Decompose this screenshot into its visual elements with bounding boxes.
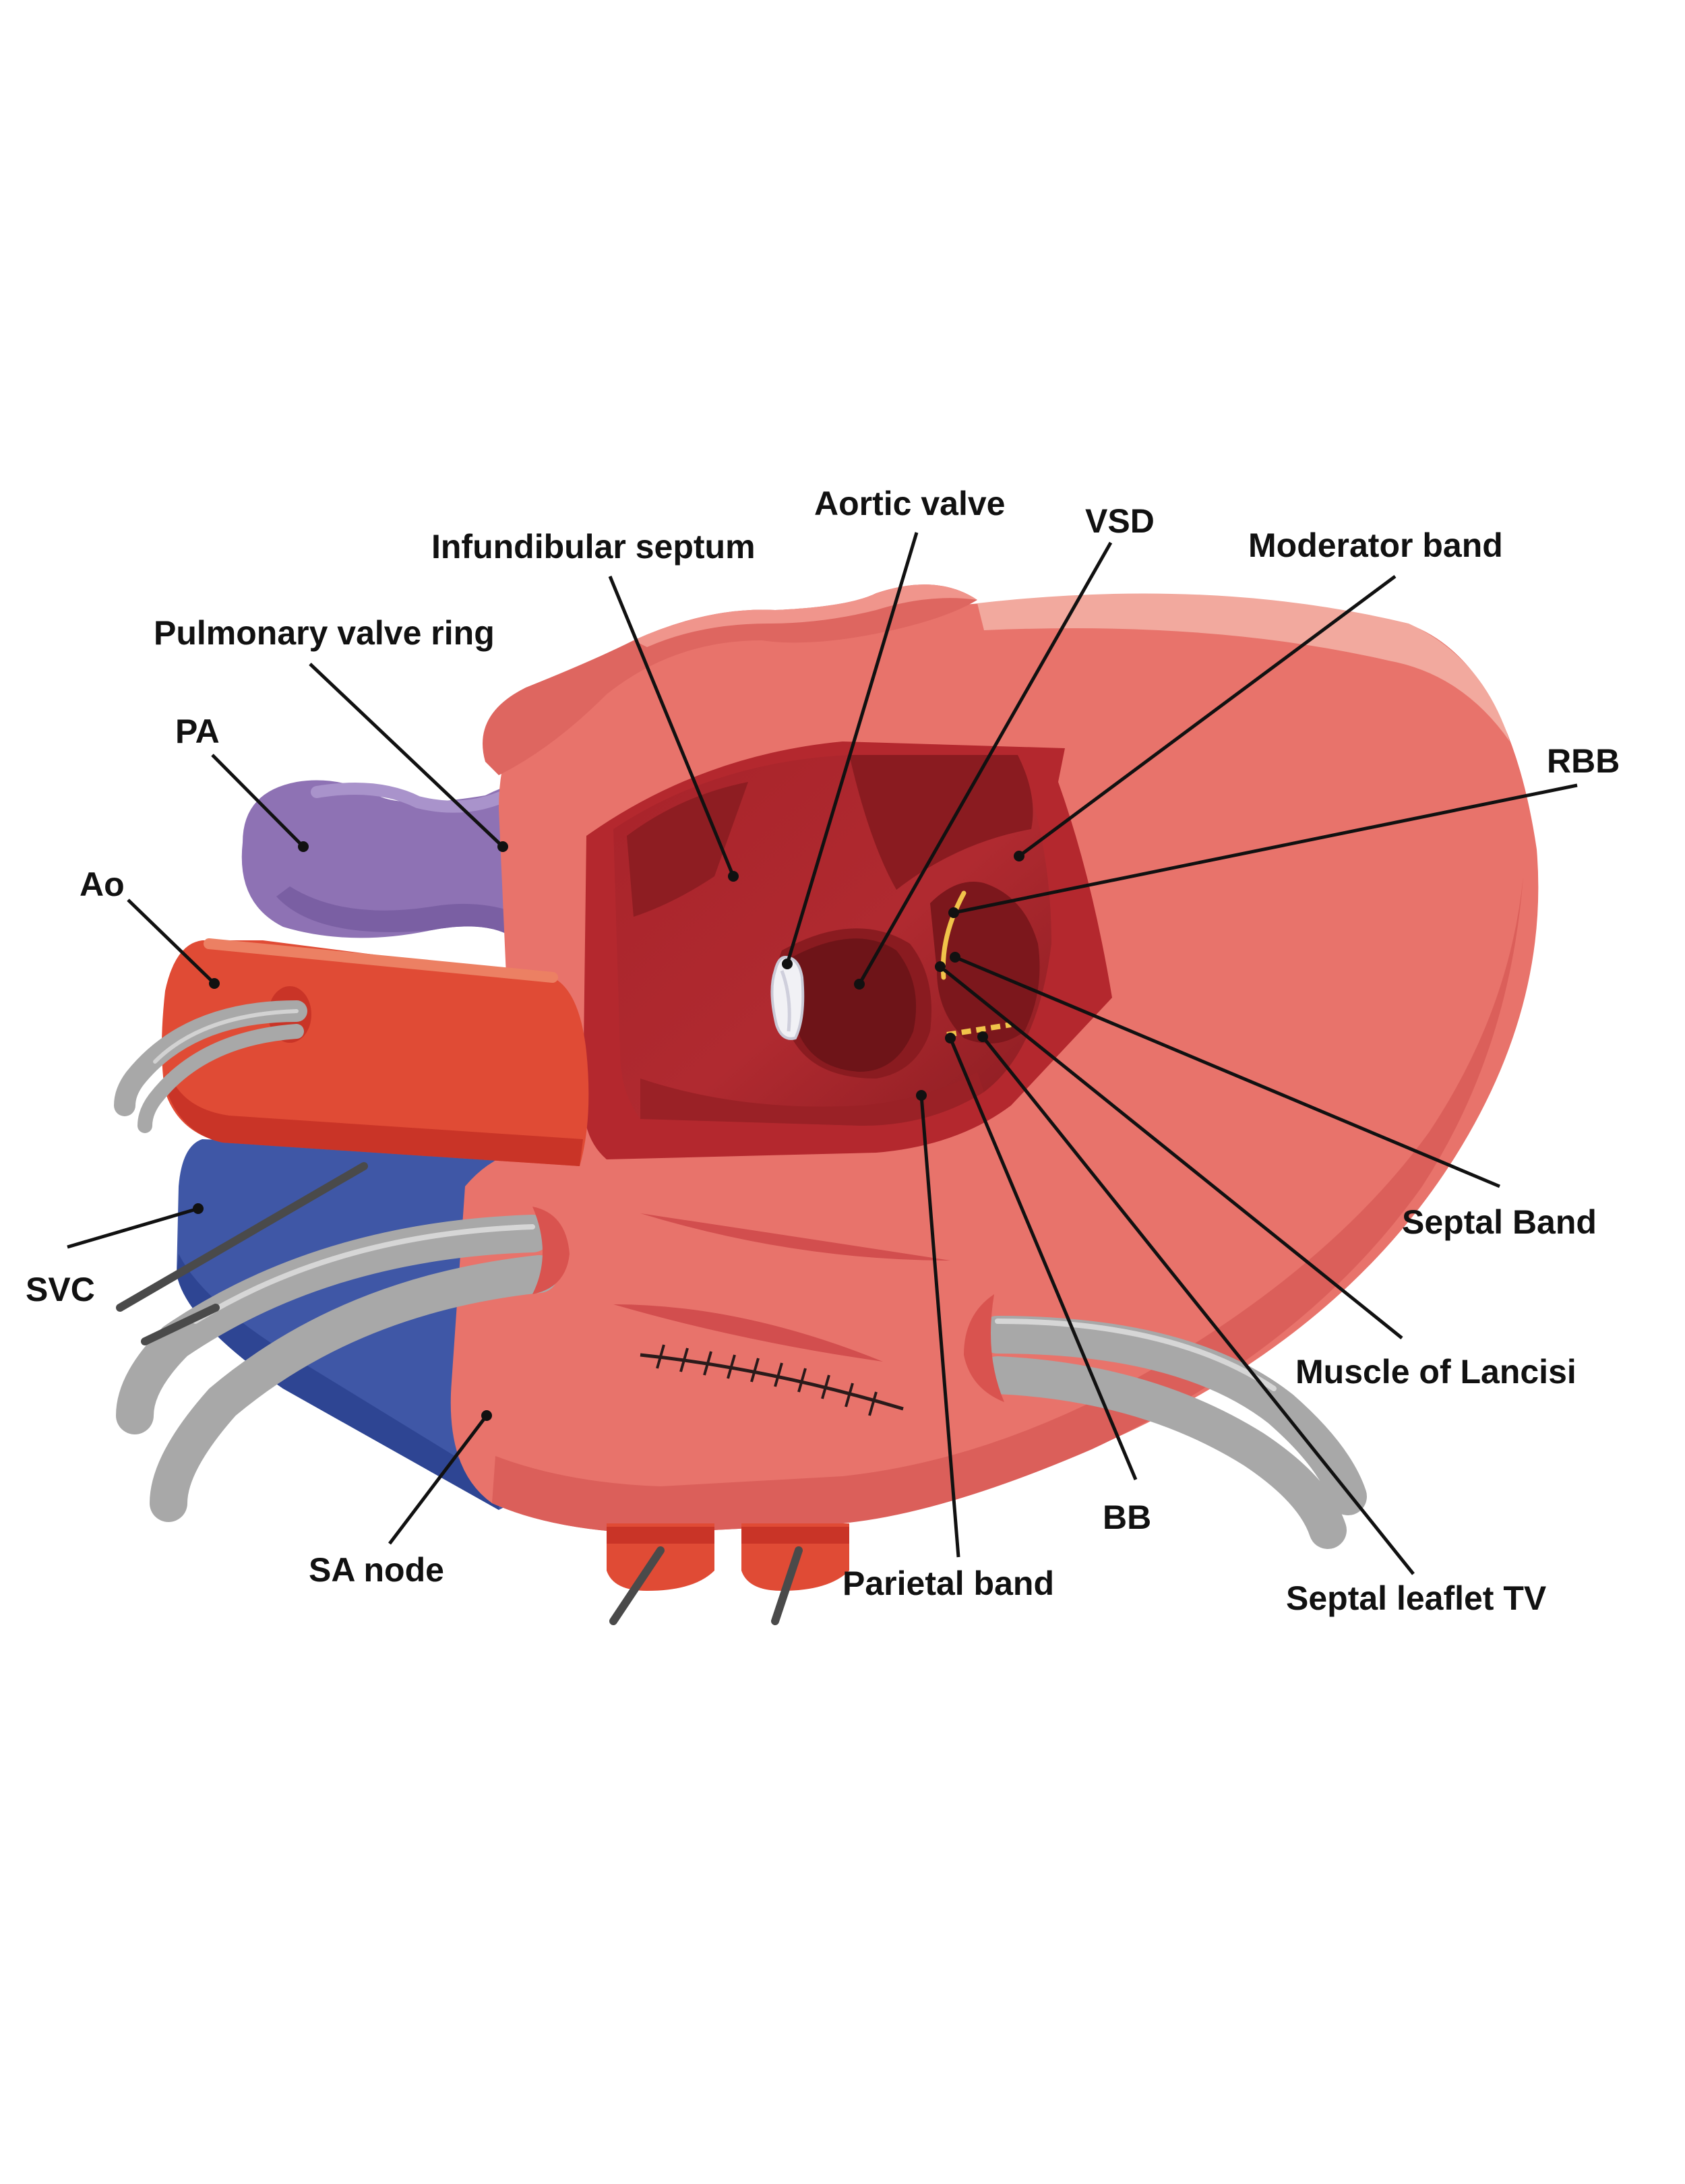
label-muscle-of-lancisi: Muscle of Lancisi (1295, 1353, 1576, 1391)
leader-ao (127, 899, 216, 985)
leader-rbb (953, 783, 1578, 915)
leader-infundibular-septum (608, 576, 735, 877)
pa-vessel (241, 780, 553, 964)
leader-septal-band (954, 955, 1500, 1188)
leader-parietal-band (919, 1095, 960, 1558)
leader-svc (67, 1207, 199, 1249)
infundibulum-cap (483, 584, 977, 775)
label-septal-band: Septal Band (1402, 1203, 1597, 1241)
label-septal-leaflet-tv: Septal leaflet TV (1286, 1579, 1547, 1617)
label-aortic-valve: Aortic valve (814, 485, 1006, 522)
leader-dots (193, 841, 1024, 1421)
label-parietal-band: Parietal band (842, 1565, 1054, 1602)
leader-bb (948, 1037, 1138, 1480)
label-bb: BB (1103, 1498, 1152, 1536)
label-vsd: VSD (1085, 502, 1155, 540)
leader-moderator-band (1018, 574, 1397, 858)
label-moderator-band: Moderator band (1248, 526, 1503, 564)
cannula-entries (532, 1207, 1004, 1402)
atrial-incisions (613, 1213, 950, 1416)
label-pulmonary-valve-ring: Pulmonary valve ring (154, 614, 495, 652)
leader-aortic-valve (785, 532, 919, 965)
leader-muscle-of-lancisi (939, 965, 1403, 1339)
leader-lines (67, 532, 1578, 1575)
leader-pulmonary-valve-ring (309, 663, 504, 848)
label-rbb: RBB (1547, 742, 1620, 780)
label-pa: PA (175, 712, 220, 750)
leader-septal-leaflet-tv (981, 1035, 1415, 1575)
label-sa-node: SA node (309, 1551, 444, 1589)
leader-pa (211, 754, 305, 848)
leader-vsd (857, 541, 1113, 985)
suture-ties (116, 1162, 803, 1625)
cannulas (114, 1000, 1367, 1549)
label-infundibular-septum: Infundibular septum (431, 528, 756, 566)
label-ao: Ao (80, 866, 125, 903)
label-svc: SVC (26, 1271, 95, 1308)
leader-sa-node (388, 1414, 488, 1545)
